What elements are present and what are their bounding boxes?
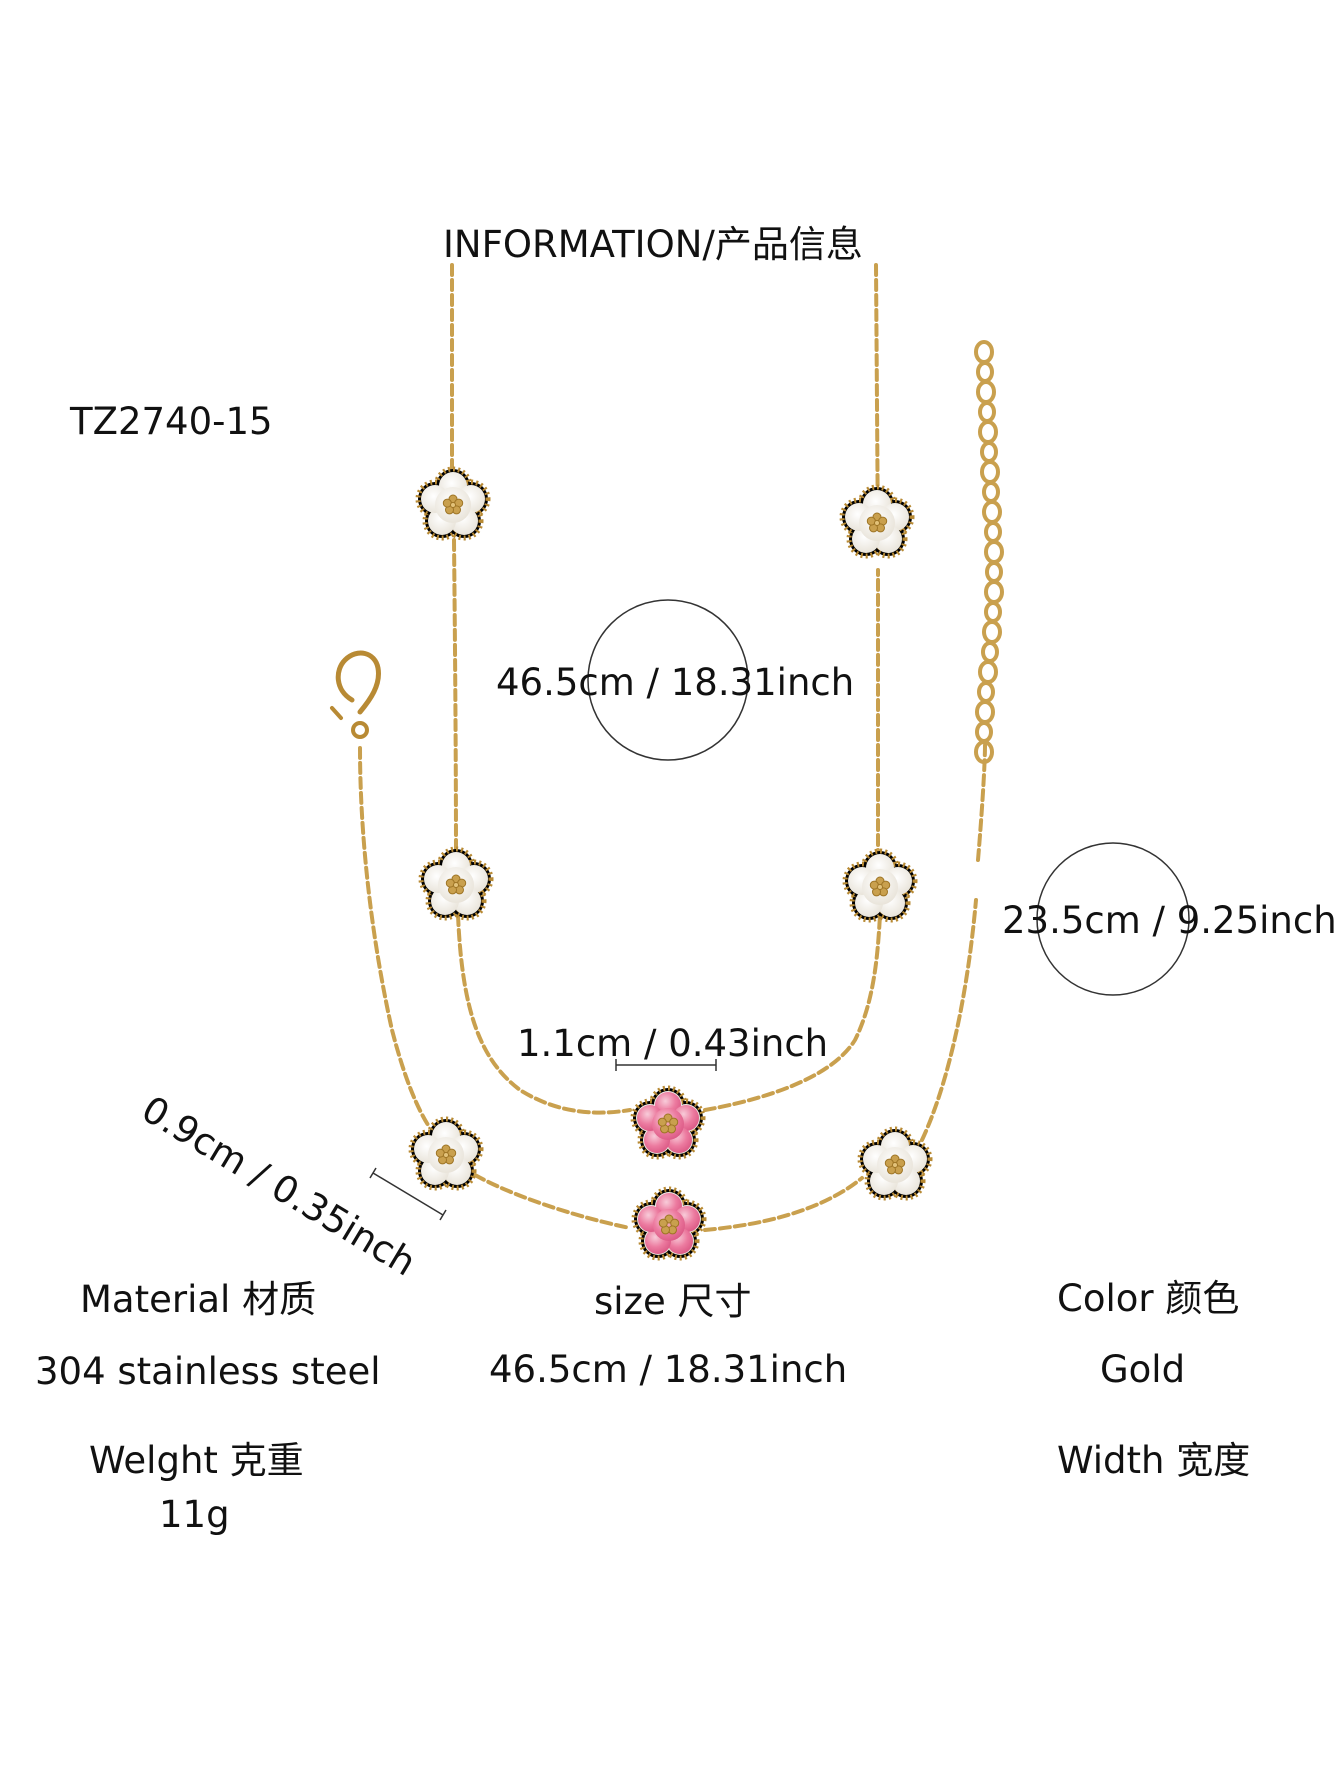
charm-width-indicator [369,1167,447,1221]
lobster-clasp [330,650,381,739]
bracelet-chain [358,743,987,1232]
material-value: 304 stainless steel [35,1350,381,1393]
page-title: INFORMATION/产品信息 [443,223,863,266]
material-label: Material 材质 [80,1278,317,1321]
necklace-length-label: 46.5cm / 18.31inch [496,661,855,704]
product-sku: TZ2740-15 [70,400,273,443]
weight-label: Welght 克重 [89,1439,304,1482]
color-label: Color 颜色 [1057,1277,1240,1320]
weight-value: 11g [159,1493,230,1536]
size-value: 46.5cm / 18.31inch [489,1348,848,1391]
pendant-width-label: 1.1cm / 0.43inch [517,1022,829,1065]
necklace-measure-circle [587,599,749,761]
pendant-width-indicator [615,1059,717,1071]
size-label: size 尺寸 [594,1280,752,1323]
bracelet-measure-circle [1036,842,1190,996]
color-value: Gold [1100,1348,1186,1391]
width-label: Width 宽度 [1057,1439,1251,1482]
bracelet-length-label: 23.5cm / 9.25inch [1002,899,1337,942]
extender-chain [974,340,1004,764]
